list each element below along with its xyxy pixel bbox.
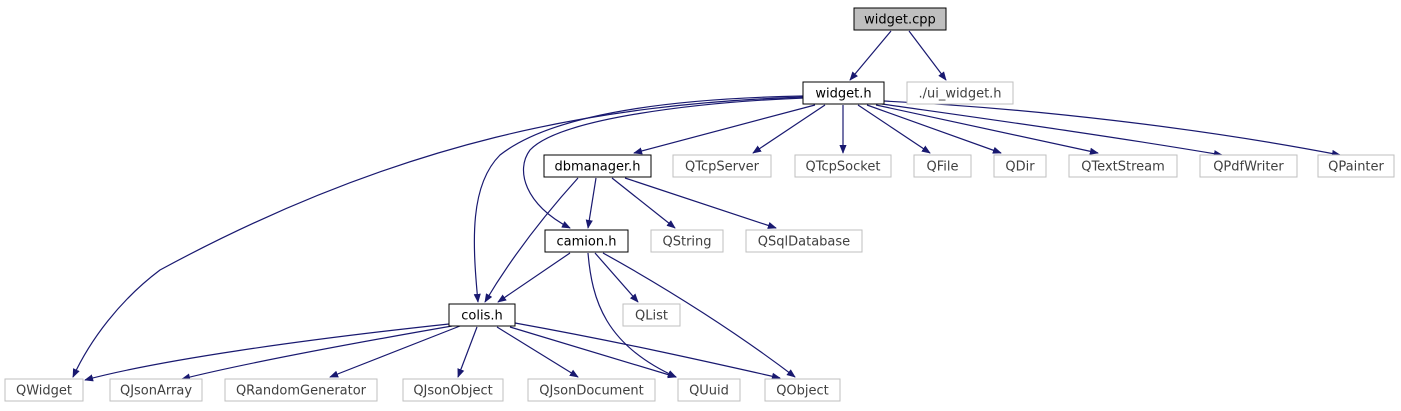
node-QObject: QObject [764,378,841,402]
edge-colis-h-to-QJsonDocument [496,326,579,378]
edge-widget-h-to-QTextStream [875,104,1099,155]
node-label: ./ui_widget.h [918,87,1001,102]
node-QTcpSocket: QTcpSocket [794,154,892,178]
node-QJsonDocument: QJsonDocument [527,378,656,402]
node-widget-h[interactable]: widget.h [802,81,885,105]
node-label: QUuid [689,384,729,399]
edge-widget-cpp-to-widget-h [849,30,892,81]
node-label: QPainter [1328,160,1384,175]
edge-camion-h-to-QUuid [587,252,677,378]
edge-colis-h-to-QUuid [509,326,677,379]
node-QDir: QDir [993,154,1047,178]
node-label: QFile [927,160,959,175]
node-QPdfWriter: QPdfWriter [1199,154,1298,178]
node-camion-h[interactable]: camion.h [544,229,629,253]
edge-widget-h-to-QFile [857,104,931,154]
node-label: widget.h [815,87,871,102]
node-QFile: QFile [913,154,972,178]
node-label: QJsonObject [413,384,492,399]
edge-colis-h-to-QWidget [84,323,450,382]
node-label: QDir [1005,160,1035,175]
edges [72,30,1341,382]
node-dbmanager-h[interactable]: dbmanager.h [543,154,652,178]
node-label: dbmanager.h [554,160,640,175]
node-QList: QList [622,303,681,327]
node-QTextStream: QTextStream [1068,154,1178,178]
edge-widget-h-to-QTcpServer [752,104,826,154]
node-label: widget.cpp [864,13,936,28]
edge-widget-h-to-dbmanager-h [633,104,816,155]
edge-dbmanager-h-to-QSqlDatabase [624,177,777,229]
edge-widget-h-to-camion-h [522,97,805,229]
node-QPainter: QPainter [1317,154,1395,178]
edge-colis-h-to-QJsonObject [457,326,478,378]
edge-colis-h-to-QJsonArray [181,325,453,381]
node-label: QPdfWriter [1213,160,1284,175]
node-label: QRandomGenerator [236,384,367,399]
edge-widget-cpp-to-ui-widget-h [908,30,947,81]
node-label: QJsonDocument [539,384,643,399]
edge-dbmanager-h-to-camion-h [585,177,597,229]
nodes: widget.cpp widget.h ./ui_widget.h dbmanager… [4,7,1395,402]
edge-camion-h-to-QList [594,252,639,303]
node-label: QTextStream [1081,160,1165,175]
edge-widget-h-to-colis-h [473,95,804,303]
node-label: QWidget [16,384,72,399]
node-QJsonObject: QJsonObject [402,378,504,402]
edge-widget-h-to-QPainter [882,100,1341,158]
node-widget-cpp[interactable]: widget.cpp [853,7,947,31]
node-QSqlDatabase: QSqlDatabase [745,229,863,253]
edge-camion-h-to-colis-h [497,252,571,303]
edge-camion-h-to-QObject [602,252,796,378]
edge-dbmanager-h-to-QString [611,177,676,229]
node-label: camion.h [557,235,617,250]
node-label: QTcpSocket [806,160,881,175]
node-QUuid: QUuid [677,378,741,402]
node-QTcpServer: QTcpServer [672,154,772,178]
node-label: QString [662,235,711,250]
node-label: QSqlDatabase [758,235,850,250]
node-label: colis.h [461,309,502,324]
node-QWidget: QWidget [4,378,84,402]
node-QString: QString [650,229,724,253]
edge-widget-h-to-QDir [866,104,1002,154]
edge-widget-h-to-QWidget [72,96,804,378]
edge-widget-h-to-QPdfWriter [881,103,1223,158]
edge-dbmanager-h-to-colis-h [484,177,579,303]
node-QRandomGenerator: QRandomGenerator [224,378,378,402]
node-ui-widget-h: ./ui_widget.h [906,81,1014,105]
edge-colis-h-to-QRandomGenerator [329,325,461,378]
node-QJsonArray: QJsonArray [109,378,203,402]
node-label: QTcpServer [685,160,760,175]
node-label: QJsonArray [120,384,192,399]
node-colis-h[interactable]: colis.h [448,303,516,327]
node-label: QObject [776,384,829,399]
node-label: QList [635,309,668,324]
edge-colis-h-to-QObject [514,322,781,380]
